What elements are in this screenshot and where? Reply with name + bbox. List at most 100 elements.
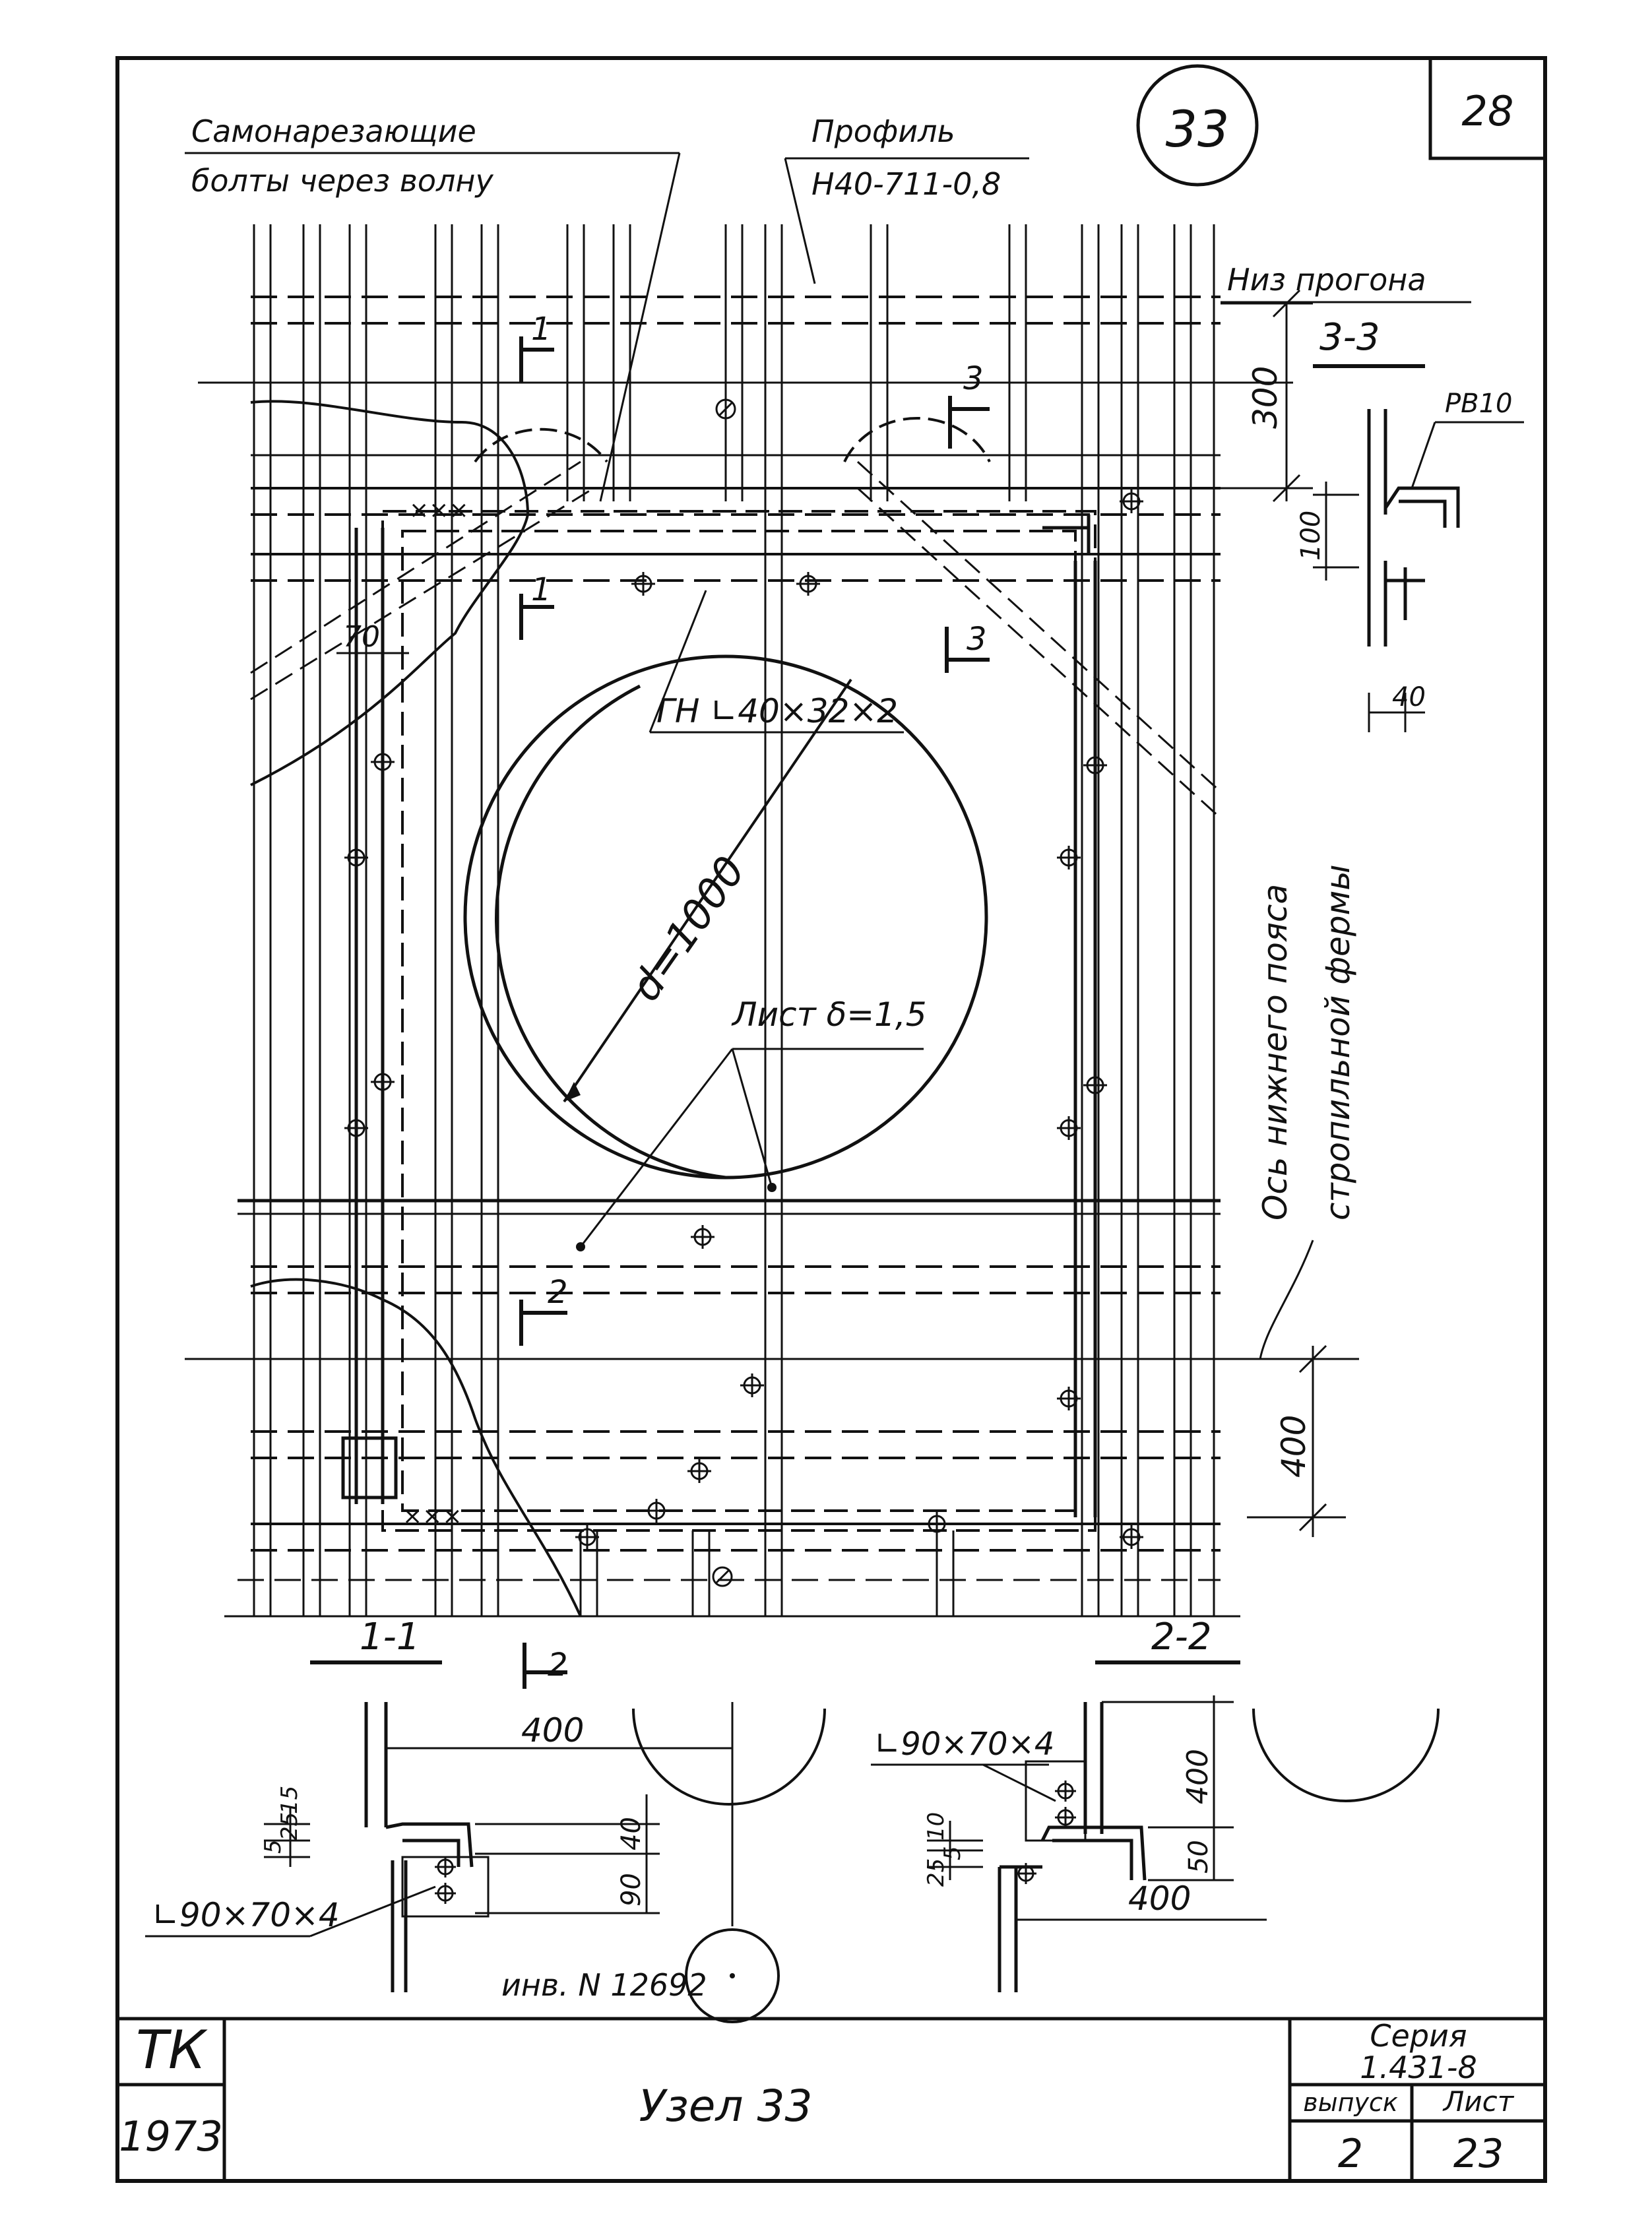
opening-circle-offset xyxy=(495,684,726,1180)
leader-dot xyxy=(576,1242,585,1251)
label-diameter: d=1000 xyxy=(621,848,755,1010)
title-block-year: 1973 xyxy=(119,2112,223,2160)
dim-40-side: 40 xyxy=(1392,682,1426,712)
title-block-issue-label: выпуск xyxy=(1303,2088,1398,2117)
title-block-series-label: Серия xyxy=(1370,2018,1467,2054)
section-mark-3-mid xyxy=(945,627,990,673)
dim-400-s11: 400 xyxy=(521,1711,584,1750)
sheet-number-box xyxy=(1428,56,1547,160)
leader-line-axis xyxy=(1259,1240,1314,1360)
bolts-section-2-2 xyxy=(1015,1781,1076,1884)
section-1-1-drawing xyxy=(364,1702,826,1992)
label-sheet-thickness: Лист δ=1,5 xyxy=(731,995,927,1034)
title-block-sheet-value: 23 xyxy=(1453,2131,1504,2177)
label-self-tapping-1: Самонарезающие xyxy=(191,113,476,149)
break-line-bottom-left xyxy=(250,1278,582,1617)
section-3-3-title: 3-3 xyxy=(1319,316,1380,359)
label-purlin-bottom: Низ прогона xyxy=(1227,262,1426,298)
section-mark-1-mid xyxy=(519,594,554,640)
circle-center xyxy=(730,1973,735,1978)
bolts-section-1-1 xyxy=(435,1856,456,1904)
label-rb10: РВ10 xyxy=(1445,389,1512,419)
drawing-frame xyxy=(115,56,1547,2183)
dashed-arc-right xyxy=(843,417,991,462)
leader-line-sheet-1 xyxy=(579,1048,734,1247)
title-block-org: ТК xyxy=(136,2019,208,2081)
title-block-series-value: 1.431-8 xyxy=(1360,2050,1477,2085)
dim-400-s22-vert: 400 xyxy=(1181,1749,1215,1804)
section-1-1-title: 1-1 xyxy=(360,1616,420,1658)
angle-label-s11: ∟90×70×4 xyxy=(152,1896,340,1934)
label-profile-2: Н40-711-0,8 xyxy=(811,166,1001,202)
section-mark-3-mid-label: 3 xyxy=(967,621,987,658)
dim-90-s11: 90 xyxy=(616,1873,647,1907)
section-mark-1-mid-label: 1 xyxy=(531,571,552,608)
profile-ribs xyxy=(253,224,1215,1616)
break-line-top-left xyxy=(250,400,530,786)
weld-crosses-top: ××× xyxy=(409,497,469,524)
dim-400-right: 400 xyxy=(1275,1415,1313,1478)
weld-crosses-bottom: ××× xyxy=(402,1503,462,1530)
dim-400-s22-horiz: 400 xyxy=(1128,1879,1191,1918)
diameter-line xyxy=(563,678,852,1103)
leader-line-bolts xyxy=(599,152,681,502)
purlins xyxy=(185,296,1359,1618)
dim-10-s22: 10 xyxy=(923,1812,949,1841)
section-2-2-drawing xyxy=(998,1702,1440,1992)
opening-circle xyxy=(463,654,988,1180)
section-2-2-dimensions xyxy=(927,1695,1267,1921)
sheet-number-top: 28 xyxy=(1462,87,1514,135)
label-angle-frame: ГН ∟40×32×2 xyxy=(656,692,898,730)
section-3-3-profile xyxy=(1367,409,1460,646)
section-2-2-title: 2-2 xyxy=(1151,1616,1211,1658)
dim-25-s22: 25 xyxy=(923,1858,949,1887)
title-block-issue-value: 2 xyxy=(1338,2131,1363,2177)
dim-300: 300 xyxy=(1246,366,1285,429)
leader-line-profile xyxy=(784,158,816,284)
label-truss-axis-1: Ось нижнего пояса xyxy=(1256,884,1294,1220)
label-profile-1: Профиль xyxy=(811,113,955,149)
dashed-arc-left xyxy=(474,427,608,463)
section-mark-2-mid xyxy=(519,1300,567,1346)
section-mark-3-top-label: 3 xyxy=(963,360,984,397)
label-inv-number: инв. N 12692 xyxy=(501,1967,707,2003)
leader-line-angle-s22 xyxy=(982,1763,1056,1802)
title-block-title: Узел 33 xyxy=(639,2081,812,2131)
section-mark-1-top xyxy=(519,336,554,383)
diagonal-braces xyxy=(250,460,1222,819)
dim-70: 70 xyxy=(343,620,380,654)
dim-5-s22: 5 xyxy=(939,1846,966,1860)
label-self-tapping-2: болты через волну xyxy=(191,163,493,199)
section-mark-2-mid-label: 2 xyxy=(548,1274,568,1311)
leader-line-rb10 xyxy=(1411,422,1436,489)
angle-legs xyxy=(341,515,1097,1517)
leader-line-sheet-2 xyxy=(731,1048,773,1188)
section-mark-3-top xyxy=(948,396,990,449)
section-1-1-circle xyxy=(685,1928,780,2023)
title-block-sheet-label: Лист xyxy=(1442,2085,1515,2118)
diameter-arrow xyxy=(564,1082,581,1102)
dim-15-s11: 15 xyxy=(276,1786,303,1814)
node-circle xyxy=(1136,64,1259,187)
section-mark-2-bottom-label: 2 xyxy=(548,1647,568,1684)
dim-25-s11: 25 xyxy=(276,1812,303,1841)
section-mark-2-bottom xyxy=(523,1643,567,1689)
leader-line-angle-s11 xyxy=(309,1885,436,1938)
leader-line-frame xyxy=(649,590,707,733)
dim-50-s22: 50 xyxy=(1184,1840,1214,1874)
section-3-3-dimensions xyxy=(1313,482,1425,732)
leader-dot xyxy=(767,1183,777,1192)
title-block xyxy=(117,2017,1545,2181)
bolts xyxy=(344,398,1143,1587)
dim-5-s11: 5 xyxy=(260,1839,286,1854)
dim-100: 100 xyxy=(1296,511,1326,561)
section-1-1-dimensions xyxy=(264,1747,732,1914)
angle-label-s22: ∟90×70×4 xyxy=(874,1726,1054,1763)
node-circle-label: 33 xyxy=(1166,100,1230,158)
label-truss-axis-2: стропильной фермы xyxy=(1319,864,1357,1220)
section-mark-1-top-label: 1 xyxy=(531,311,552,348)
dim-40-s11: 40 xyxy=(616,1817,647,1850)
dimension-lines-right xyxy=(1221,289,1346,1537)
